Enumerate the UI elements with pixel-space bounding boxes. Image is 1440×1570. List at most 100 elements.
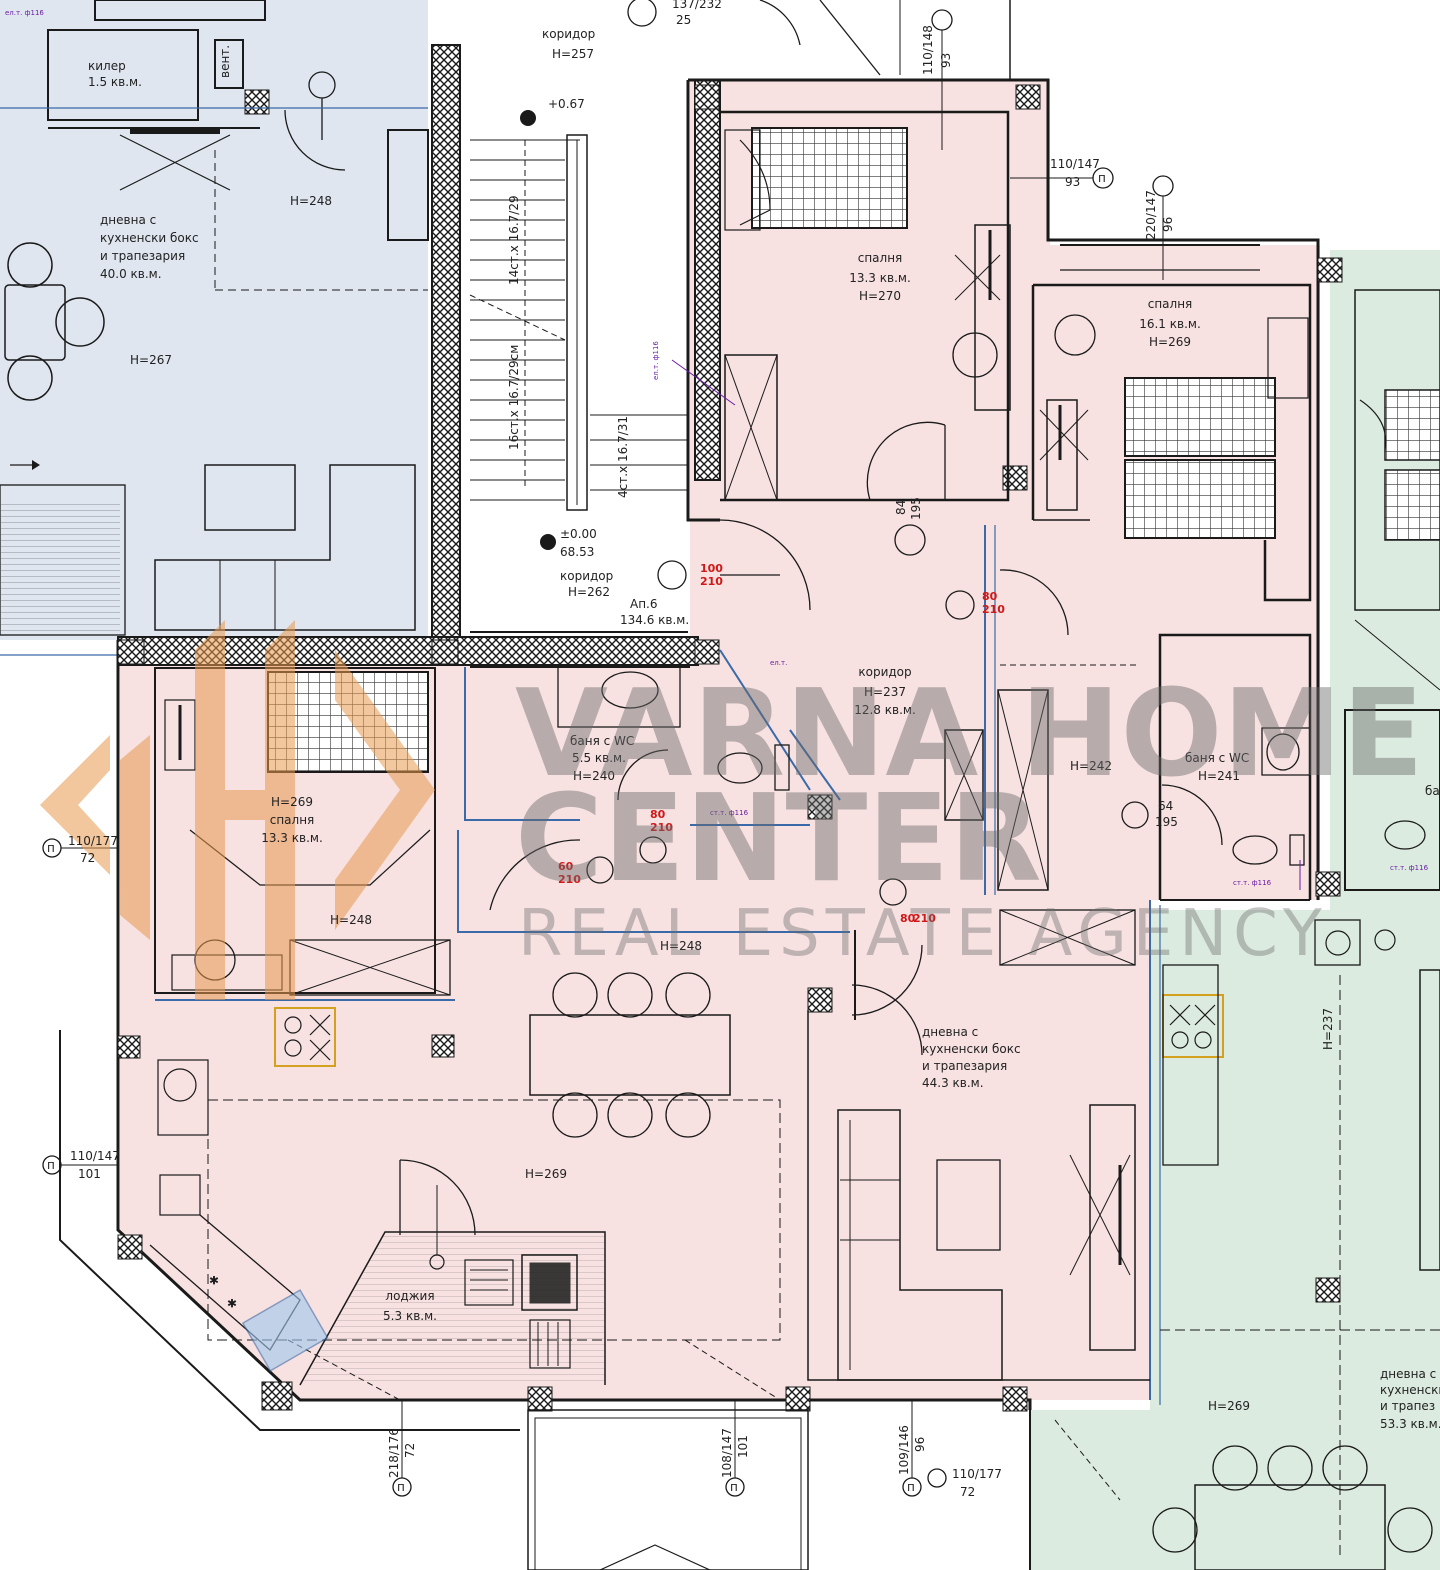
dim-bot4-b: 72: [960, 1485, 975, 1499]
dim-bath-door-a: 64: [1158, 799, 1173, 813]
right-ba: ба: [1425, 784, 1440, 798]
electrical-tags: ел.т. ф116 ел.т. ст.т. ф116 ст.т. ф116 с…: [5, 9, 1429, 890]
dim-left1-b: 72: [80, 851, 95, 865]
bath-right-h: H=241: [1198, 769, 1240, 783]
apt-name: Ап.6: [630, 597, 658, 611]
bath-right-name: баня с WC: [1185, 751, 1249, 765]
circ-mark-1: п: [47, 841, 55, 855]
h242-label: H=242: [1070, 759, 1112, 773]
dim-red2-b: 210: [982, 603, 1005, 616]
watermark-text: VARNA HOME CENTER REAL ESTATE AGENCY: [515, 665, 1424, 971]
dim-red5-a: 80: [900, 912, 916, 925]
bed2-name: спалня: [1148, 297, 1193, 311]
right-living-l2: кухненски: [1380, 1383, 1440, 1397]
svg-text:*: *: [228, 1296, 236, 1315]
left-living-l1: дневна с: [100, 213, 156, 227]
living-l2: кухненски бокс: [922, 1042, 1021, 1056]
dim-red2-a: 80: [982, 590, 998, 603]
dim-red3-b: 210: [558, 873, 581, 886]
dim-left2-a: 110/147: [70, 1149, 120, 1163]
bath-left-name: баня с WC: [570, 734, 634, 748]
dim-red1-a: 100: [700, 562, 723, 575]
right-living-area: 53.3 кв.м.: [1380, 1417, 1440, 1431]
dim-left1-a: 110/177: [68, 834, 118, 848]
dim-left2-b: 101: [78, 1167, 101, 1181]
dimension-labels: 137/232 25 110/148 93 110/147 93 220/147…: [47, 0, 1178, 1499]
dim-bed1-door-a: 84: [894, 500, 908, 515]
vent-label: вент.: [218, 45, 232, 78]
loggia-area: 5.3 кв.м.: [383, 1309, 437, 1323]
kitchen-h: H=269: [525, 1167, 567, 1181]
corridor-area: 12.8 кв.м.: [854, 703, 916, 717]
elec-tag-3: ст.т. ф116: [710, 809, 749, 817]
circ-mark-4: п: [730, 1480, 738, 1494]
stair-bottom-name: коридор: [560, 569, 613, 583]
dim-red3-a: 60: [558, 860, 574, 873]
bed3-area: 13.3 кв.м.: [261, 831, 323, 845]
living-kitchen: [149, 878, 1150, 1401]
room-labels: килер 1.5 кв.м. вент. H=248 дневна с кух…: [88, 27, 1440, 1431]
living-l1: дневна с: [922, 1025, 978, 1039]
apartment-6-fill: [120, 80, 1320, 1400]
circ-mark-3: п: [397, 1480, 405, 1494]
elec-tag-1: ел.т. ф116: [5, 9, 44, 17]
left-living-l2: кухненски бокс: [100, 231, 199, 245]
dim-bed1-door-b: 195: [909, 497, 923, 520]
hall-h: H=248: [660, 939, 702, 953]
right-apartment: [1029, 289, 1440, 1570]
dim-bot2-a: 108/147: [720, 1428, 734, 1478]
dim-bot3-a: 109/146: [897, 1425, 911, 1475]
dim-right1-a: 110/147: [1050, 157, 1100, 171]
right-h237: H=237: [1321, 1008, 1335, 1050]
watermark-logo: [40, 620, 435, 1000]
dim-red5-b: 210: [913, 912, 936, 925]
bedroom-2: [945, 167, 1312, 636]
elec-tag-2: ел.т.: [770, 659, 787, 667]
dim-right1-b: 93: [1065, 175, 1080, 189]
bath-left: [464, 666, 841, 864]
svg-text:*: *: [210, 1273, 218, 1292]
bath-left-area: 5.5 кв.м.: [572, 751, 626, 765]
bed1-name: спалня: [858, 251, 903, 265]
stair-mark: +0.67: [548, 97, 585, 111]
stair-hall-fill: [460, 0, 690, 635]
right-living-l1: дневна с: [1380, 1367, 1436, 1381]
watermark-line-3: REAL ESTATE AGENCY: [518, 897, 1328, 971]
stair-run-3: 4ст.х 16.7/31: [616, 416, 630, 498]
bed-2a: [1124, 377, 1276, 457]
dim-right2-b: 96: [1161, 217, 1175, 232]
corridor-name: коридор: [858, 665, 911, 679]
stair-top-h: H=257: [552, 47, 594, 61]
left-h248: H=248: [290, 194, 332, 208]
dim-top2-a: 110/148: [921, 25, 935, 75]
kiler-area: 1.5 кв.м.: [88, 75, 142, 89]
dim-bot3-b: 96: [913, 1437, 927, 1452]
cooktop: [274, 1007, 336, 1067]
shaft-column: [694, 79, 721, 481]
dim-bot2-b: 101: [736, 1435, 750, 1458]
circ-mark-5: п: [907, 1480, 915, 1494]
dim-red4-b: 210: [650, 821, 673, 834]
left-apartment: [0, 0, 429, 656]
stair-top-name: коридор: [542, 27, 595, 41]
left-apartment-fill: [0, 0, 428, 640]
bed2-h: H=269: [1149, 335, 1191, 349]
right-h269: H=269: [1208, 1399, 1250, 1413]
circ-mark-6: п: [1098, 171, 1106, 185]
dim-bot1-b: 72: [403, 1443, 417, 1458]
dim-top1-a: 137/232: [672, 0, 722, 11]
dining-table: [529, 1014, 731, 1096]
living-area: 44.3 кв.м.: [922, 1076, 984, 1090]
dim-right2-a: 220/147: [1144, 190, 1158, 240]
dim-top1-b: 25: [676, 13, 691, 27]
loggia: * *: [210, 1185, 606, 1386]
dim-red4-a: 80: [650, 808, 666, 821]
elec-tag-4: ст.т. ф116: [1233, 879, 1272, 887]
corridor-h: H=237: [864, 685, 906, 699]
watermark-line-1: VARNA HOME: [515, 665, 1424, 804]
right-living-l3: и трапез: [1380, 1399, 1435, 1413]
stair-bottom-h: H=262: [568, 585, 610, 599]
stair-run-2: 16ст.х 16.7/29см: [507, 345, 521, 450]
